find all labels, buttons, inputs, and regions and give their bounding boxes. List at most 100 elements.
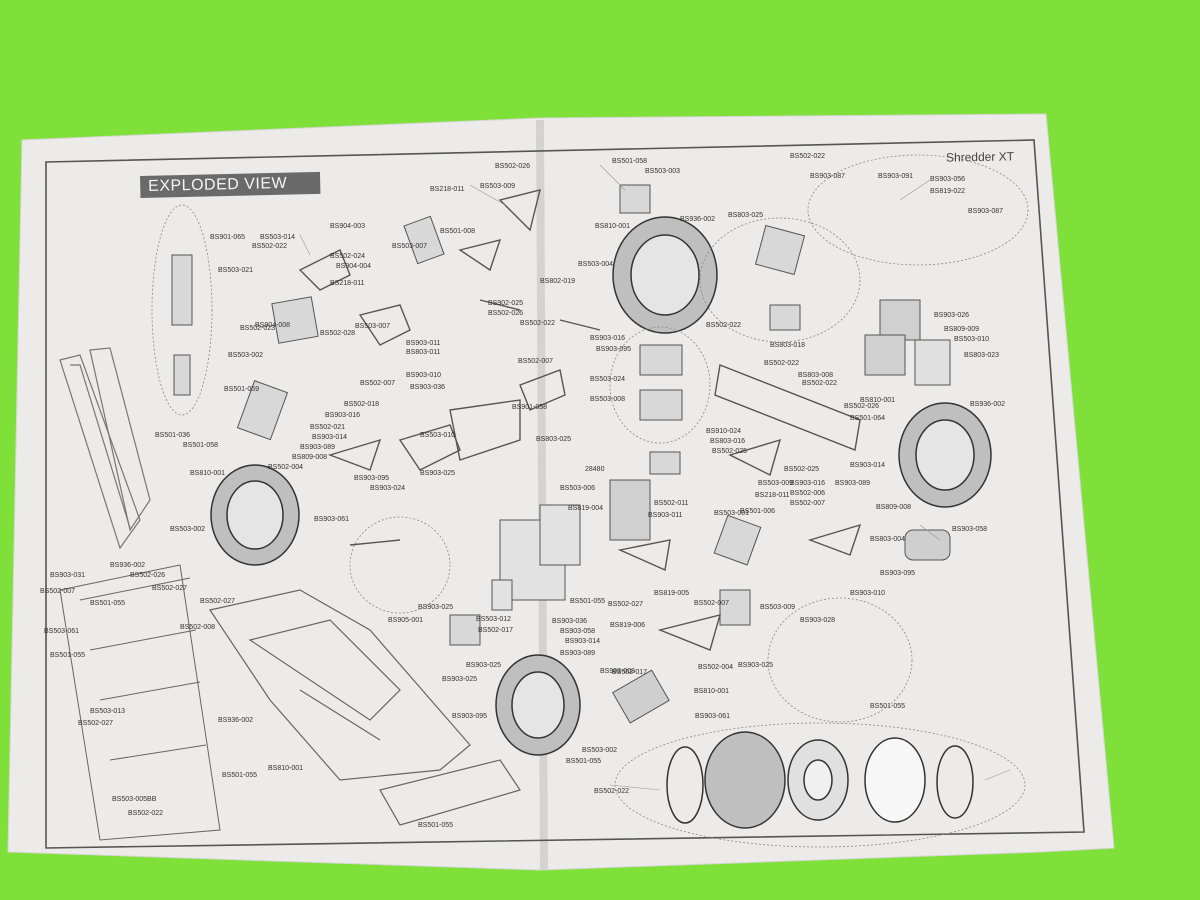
part-number-label: BS503-002 (228, 352, 264, 359)
part-number-label: BS903-091 (878, 173, 914, 180)
part-number-label: BS810-001 (860, 397, 896, 404)
part-number-label: BS903-056 (930, 176, 966, 183)
part-number-label: BS810-001 (694, 688, 730, 695)
part-number-label: BS903-011 (406, 340, 441, 347)
part-number-label: BS903-016 (590, 335, 626, 342)
part-number-label: BS502-022 (802, 380, 838, 387)
part-number-label: BS936-002 (680, 216, 716, 223)
part-number-label: BS903-028 (800, 617, 836, 624)
part-number-label: BS502-022 (594, 788, 630, 795)
part-number-label: BS502-007 (518, 358, 554, 365)
part-number-label: BS809-009 (944, 326, 980, 333)
part-number-label: BS903-010 (406, 372, 442, 379)
part-number-label: BS903-024 (370, 485, 406, 492)
part-number-label: BS503-010 (954, 336, 990, 343)
part-number-label: BS809-008 (876, 504, 912, 511)
part-number-label: BS501-055 (870, 703, 906, 710)
part-number-label: BS502-004 (698, 664, 734, 671)
part-number-label: BS904-003 (330, 223, 366, 230)
part-number-label: BS503-012 (476, 616, 512, 623)
part-number-label: BS503-004 (578, 261, 614, 268)
part-number-label: BS501-058 (183, 442, 219, 449)
part-number-label: BS502-022 (520, 320, 556, 327)
part-number-label: BS501-055 (566, 758, 602, 765)
part-number-label: BS501-055 (570, 598, 606, 605)
part-number-label: BS803-008 (798, 372, 834, 379)
part-number-label: BS502-026 (495, 163, 531, 170)
part-number-label: BS903-014 (312, 434, 348, 441)
part-number-label: BS903-025 (466, 662, 502, 669)
part-number-label: BS903-058 (952, 526, 988, 533)
part-number-label: BS903-061 (695, 713, 731, 720)
part-number-label: BS501-008 (440, 228, 476, 235)
part-number-label: BS810-001 (595, 223, 631, 230)
leader-lines (299, 164, 1011, 791)
part-number-label: BS910-024 (706, 428, 742, 435)
part-number-label: BS503-009 (760, 604, 796, 611)
part-number-label: BS903-025 (442, 676, 478, 683)
part-number-label: BS903-016 (325, 412, 361, 419)
part-number-label: BS936-002 (218, 717, 254, 724)
assembly-outlines (151, 154, 1029, 848)
part-number-label: BS903-025 (420, 470, 456, 477)
diagram-frame (45, 139, 1085, 849)
part-number-label: BS503-006 (560, 485, 596, 492)
part-number-label: BS903-089 (300, 444, 336, 451)
part-number-label: BS503-008 (590, 396, 626, 403)
part-number-label: BS904-004 (336, 263, 372, 270)
part-number-label: BS903-095 (452, 713, 488, 720)
part-number-label: BS903-095 (880, 570, 916, 577)
part-number-label: BS803-016 (710, 438, 746, 445)
part-number-label: BS803-004 (870, 536, 906, 543)
part-number-label: BS503-007 (392, 243, 428, 250)
tire-illustrations (210, 216, 992, 829)
body-shell-illustration (209, 589, 521, 826)
part-number-label: 28480 (585, 466, 605, 473)
part-number-label: BS503-009 (480, 183, 516, 190)
part-number-label: BS502-022 (128, 810, 164, 817)
part-number-label: BS502-007 (40, 588, 76, 595)
part-number-label: BS903-014 (565, 638, 601, 645)
part-number-label: BS901-065 (210, 234, 246, 241)
part-number-label: BS503-024 (590, 376, 626, 383)
part-number-label: BS819-005 (654, 590, 690, 597)
part-number-label: BS502-022 (706, 322, 742, 329)
part-number-label: BS502-026 (488, 310, 524, 317)
part-number-label: BS501-058 (612, 158, 648, 165)
part-number-label: BS502-027 (152, 585, 188, 592)
part-number-label: BS903-061 (314, 516, 350, 523)
part-number-label: BS502-028 (320, 330, 356, 337)
part-number-label: BS903-011 (648, 512, 683, 519)
part-number-label: BS819-006 (610, 622, 646, 629)
part-number-label: BS502-011 (654, 500, 689, 507)
part-number-label: BS218-011 (755, 492, 790, 499)
part-number-label: BS501-006 (740, 508, 776, 515)
part-number-label: BS503-003 (645, 168, 681, 175)
part-number-label: BS903-031 (50, 572, 86, 579)
part-number-label: BS502-025 (712, 448, 748, 455)
part-number-label: BS903-087 (810, 173, 846, 180)
chassis-frame-illustration (59, 564, 221, 841)
part-number-label: BS809-008 (292, 454, 328, 461)
part-number-label: BS502-022 (764, 360, 800, 367)
model-name: Shredder XT (945, 149, 1015, 165)
part-number-label: BS502-027 (78, 720, 114, 727)
part-number-label: BS502-027 (608, 601, 644, 608)
part-number-label: BS502-007 (694, 600, 730, 607)
part-number-label: BS502-004 (268, 464, 304, 471)
part-number-label: BS903-025 (418, 604, 454, 611)
part-number-label: BS503-013 (90, 708, 126, 715)
part-number-label: BS502-021 (310, 424, 346, 431)
part-number-label: BS903-008 (600, 668, 636, 675)
part-number-label: BS502-026 (844, 403, 880, 410)
part-number-label: BS903-089 (560, 650, 596, 657)
part-number-label: BS503-005BB (112, 796, 157, 803)
part-number-label: BS803-018 (770, 342, 806, 349)
part-number-label: BS810-001 (268, 765, 304, 772)
part-number-label: BS902-025 (488, 300, 524, 307)
part-number-label: BS502-025 (784, 466, 820, 473)
part-number-label: BS502-022 (252, 243, 288, 250)
part-number-label: BS802-019 (540, 278, 576, 285)
part-number-label: BS501-055 (222, 772, 258, 779)
